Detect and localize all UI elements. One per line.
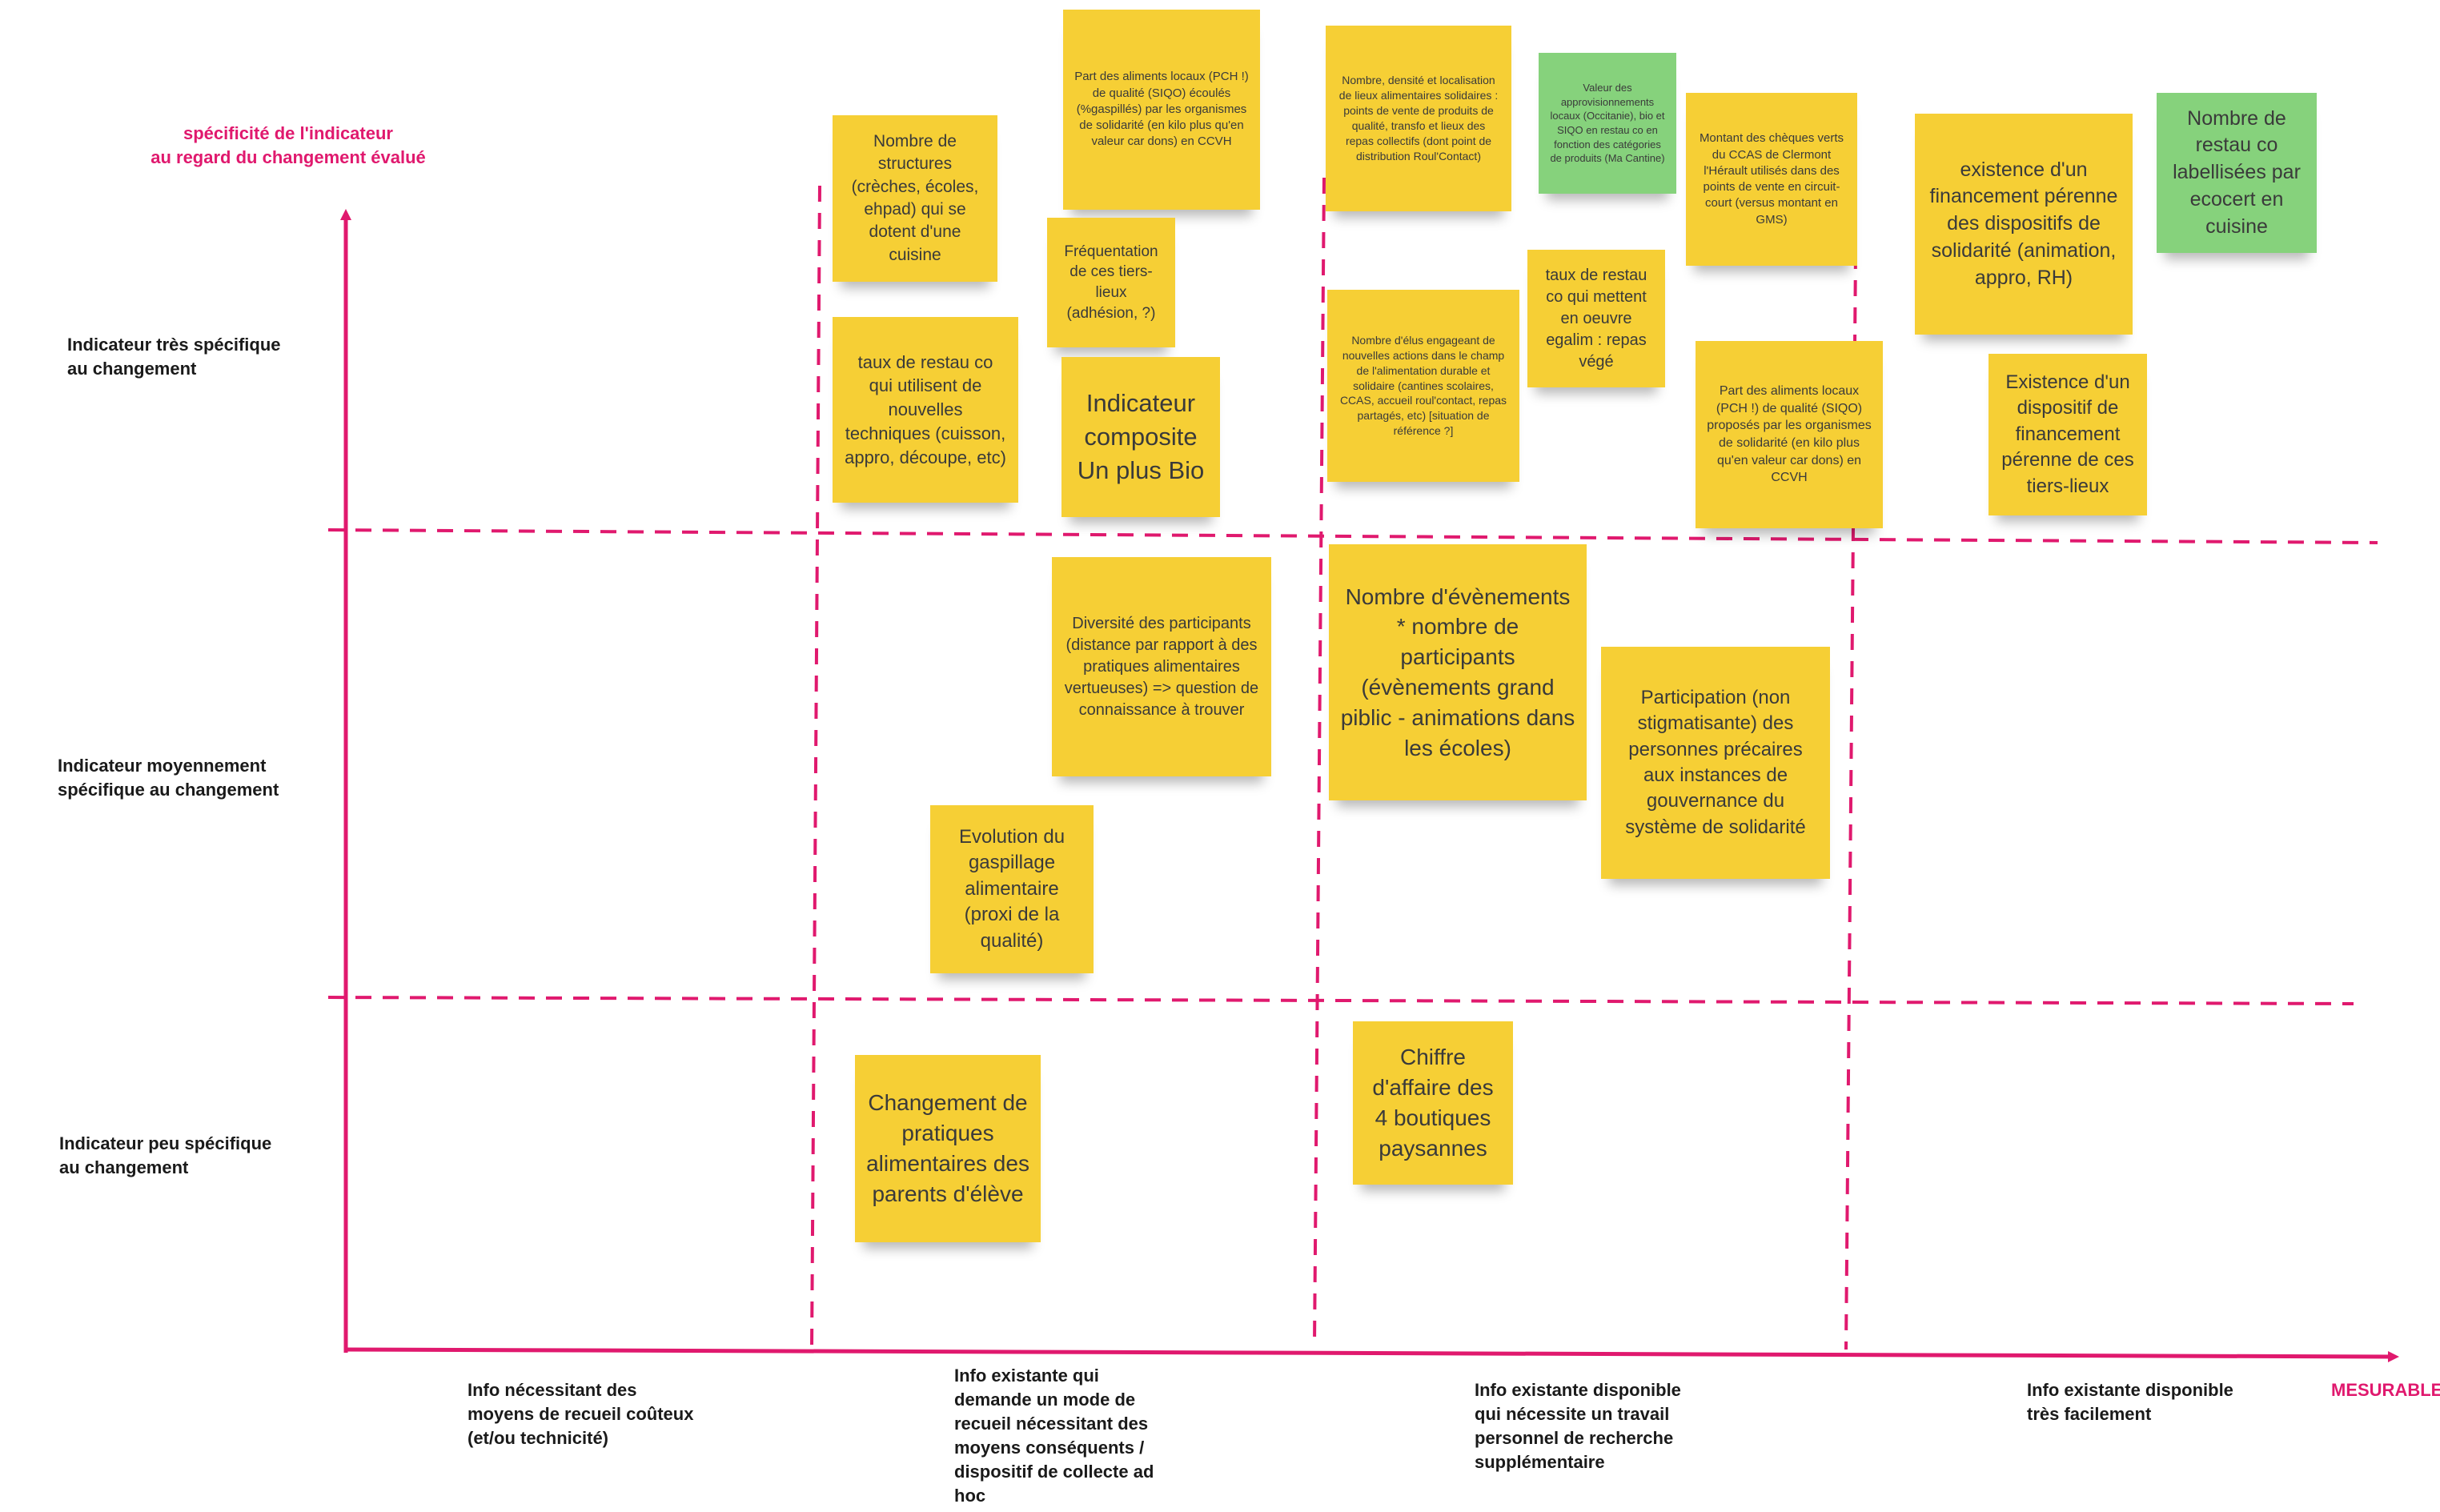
- row-label-line: Indicateur moyennement: [58, 756, 267, 776]
- col-label-line: moyens conséquents /: [954, 1438, 1145, 1458]
- row-divider-2: [327, 996, 2354, 1005]
- sticky-note[interactable]: Existence d'un dispositif de financement…: [1989, 354, 2147, 515]
- y-axis-title: spécificité de l'indicateur au regard du…: [120, 122, 456, 170]
- col-label-line: recueil nécessitant des: [954, 1414, 1149, 1434]
- row-label-line: Indicateur très spécifique: [67, 335, 281, 355]
- x-axis-end-label: MESURABLE: [2331, 1380, 2440, 1400]
- sticky-note[interactable]: Indicateur composite Un plus Bio: [1061, 357, 1220, 517]
- col-divider-2: [1313, 177, 1326, 1346]
- sticky-note[interactable]: Evolution du gaspillage alimentaire (pro…: [930, 805, 1094, 973]
- sticky-note[interactable]: Nombre de structures (crèches, écoles, e…: [833, 115, 997, 282]
- sticky-note[interactable]: Participation (non stigmatisante) des pe…: [1601, 647, 1830, 879]
- col-label-line: supplémentaire: [1475, 1452, 1605, 1472]
- row-divider-1: [327, 528, 2378, 544]
- col-label-line: moyens de recueil coûteux: [468, 1404, 694, 1424]
- col-label-line: très facilement: [2027, 1404, 2152, 1424]
- sticky-note[interactable]: Part des aliments locaux (PCH !) de qual…: [1063, 10, 1260, 210]
- sticky-note[interactable]: Nombre d'évènements * nombre de particip…: [1329, 544, 1587, 800]
- y-axis-title-line-1: spécificité de l'indicateur: [183, 123, 393, 143]
- sticky-note[interactable]: Part des aliments locaux (PCH !) de qual…: [1696, 341, 1883, 528]
- col-label-line: hoc: [954, 1486, 986, 1506]
- col-label-line: Info existante disponible: [1475, 1380, 1681, 1400]
- row-label-line: Indicateur peu spécifique: [59, 1133, 272, 1153]
- col-label-line: dispositif de collecte ad: [954, 1462, 1154, 1482]
- sticky-note[interactable]: Changement de pratiques alimentaires des…: [855, 1055, 1041, 1242]
- sticky-note[interactable]: Nombre, densité et localisation de lieux…: [1326, 26, 1511, 211]
- col-divider-3: [1844, 252, 1857, 1350]
- col-label-line: Info existante disponible: [2027, 1380, 2233, 1400]
- row-label-line: au changement: [67, 359, 197, 379]
- sticky-note[interactable]: existence d'un financement pérenne des d…: [1915, 114, 2133, 335]
- x-axis: [343, 1347, 2399, 1362]
- row-label-low-specific: Indicateur peu spécifique au changement: [59, 1132, 363, 1180]
- sticky-note[interactable]: taux de restau co qui mettent en oeuvre …: [1527, 250, 1665, 387]
- col-label-adhoc-collection: Info existante qui demande un mode de re…: [954, 1364, 1226, 1508]
- sticky-note[interactable]: Montant des chèques verts du CCAS de Cle…: [1686, 93, 1857, 266]
- row-label-very-specific: Indicateur très spécifique au changement: [67, 333, 371, 381]
- col-label-easily-available: Info existante disponible très facilemen…: [2027, 1378, 2299, 1426]
- col-label-line: Info existante qui: [954, 1366, 1099, 1386]
- sticky-note[interactable]: Diversité des participants (distance par…: [1052, 557, 1271, 776]
- row-label-medium-specific: Indicateur moyennement spécifique au cha…: [58, 754, 362, 802]
- col-label-research-needed: Info existante disponible qui nécessite …: [1475, 1378, 1763, 1474]
- y-axis-title-line-2: au regard du changement évalué: [150, 147, 426, 167]
- col-label-costly: Info nécessitant des moyens de recueil c…: [468, 1378, 756, 1450]
- col-label-line: demande un mode de: [954, 1390, 1136, 1410]
- col-label-line: (et/ou technicité): [468, 1428, 609, 1448]
- sticky-note[interactable]: Nombre d'élus engageant de nouvelles act…: [1327, 290, 1519, 482]
- sticky-note[interactable]: Chiffre d'affaire des 4 boutiques paysan…: [1353, 1021, 1513, 1185]
- sticky-note[interactable]: taux de restau co qui utilisent de nouve…: [833, 317, 1018, 503]
- col-divider-1: [810, 185, 821, 1350]
- col-label-line: personnel de recherche: [1475, 1428, 1674, 1448]
- sticky-note[interactable]: Fréquentation de ces tiers-lieux (adhési…: [1047, 218, 1175, 347]
- row-label-line: au changement: [59, 1157, 189, 1177]
- row-label-line: spécifique au changement: [58, 780, 279, 800]
- sticky-note[interactable]: Valeur des approvisionnements locaux (Oc…: [1539, 53, 1676, 194]
- col-label-line: Info nécessitant des: [468, 1380, 637, 1400]
- sticky-note[interactable]: Nombre de restau co labellisées par ecoc…: [2157, 93, 2317, 253]
- col-label-line: qui nécessite un travail: [1475, 1404, 1670, 1424]
